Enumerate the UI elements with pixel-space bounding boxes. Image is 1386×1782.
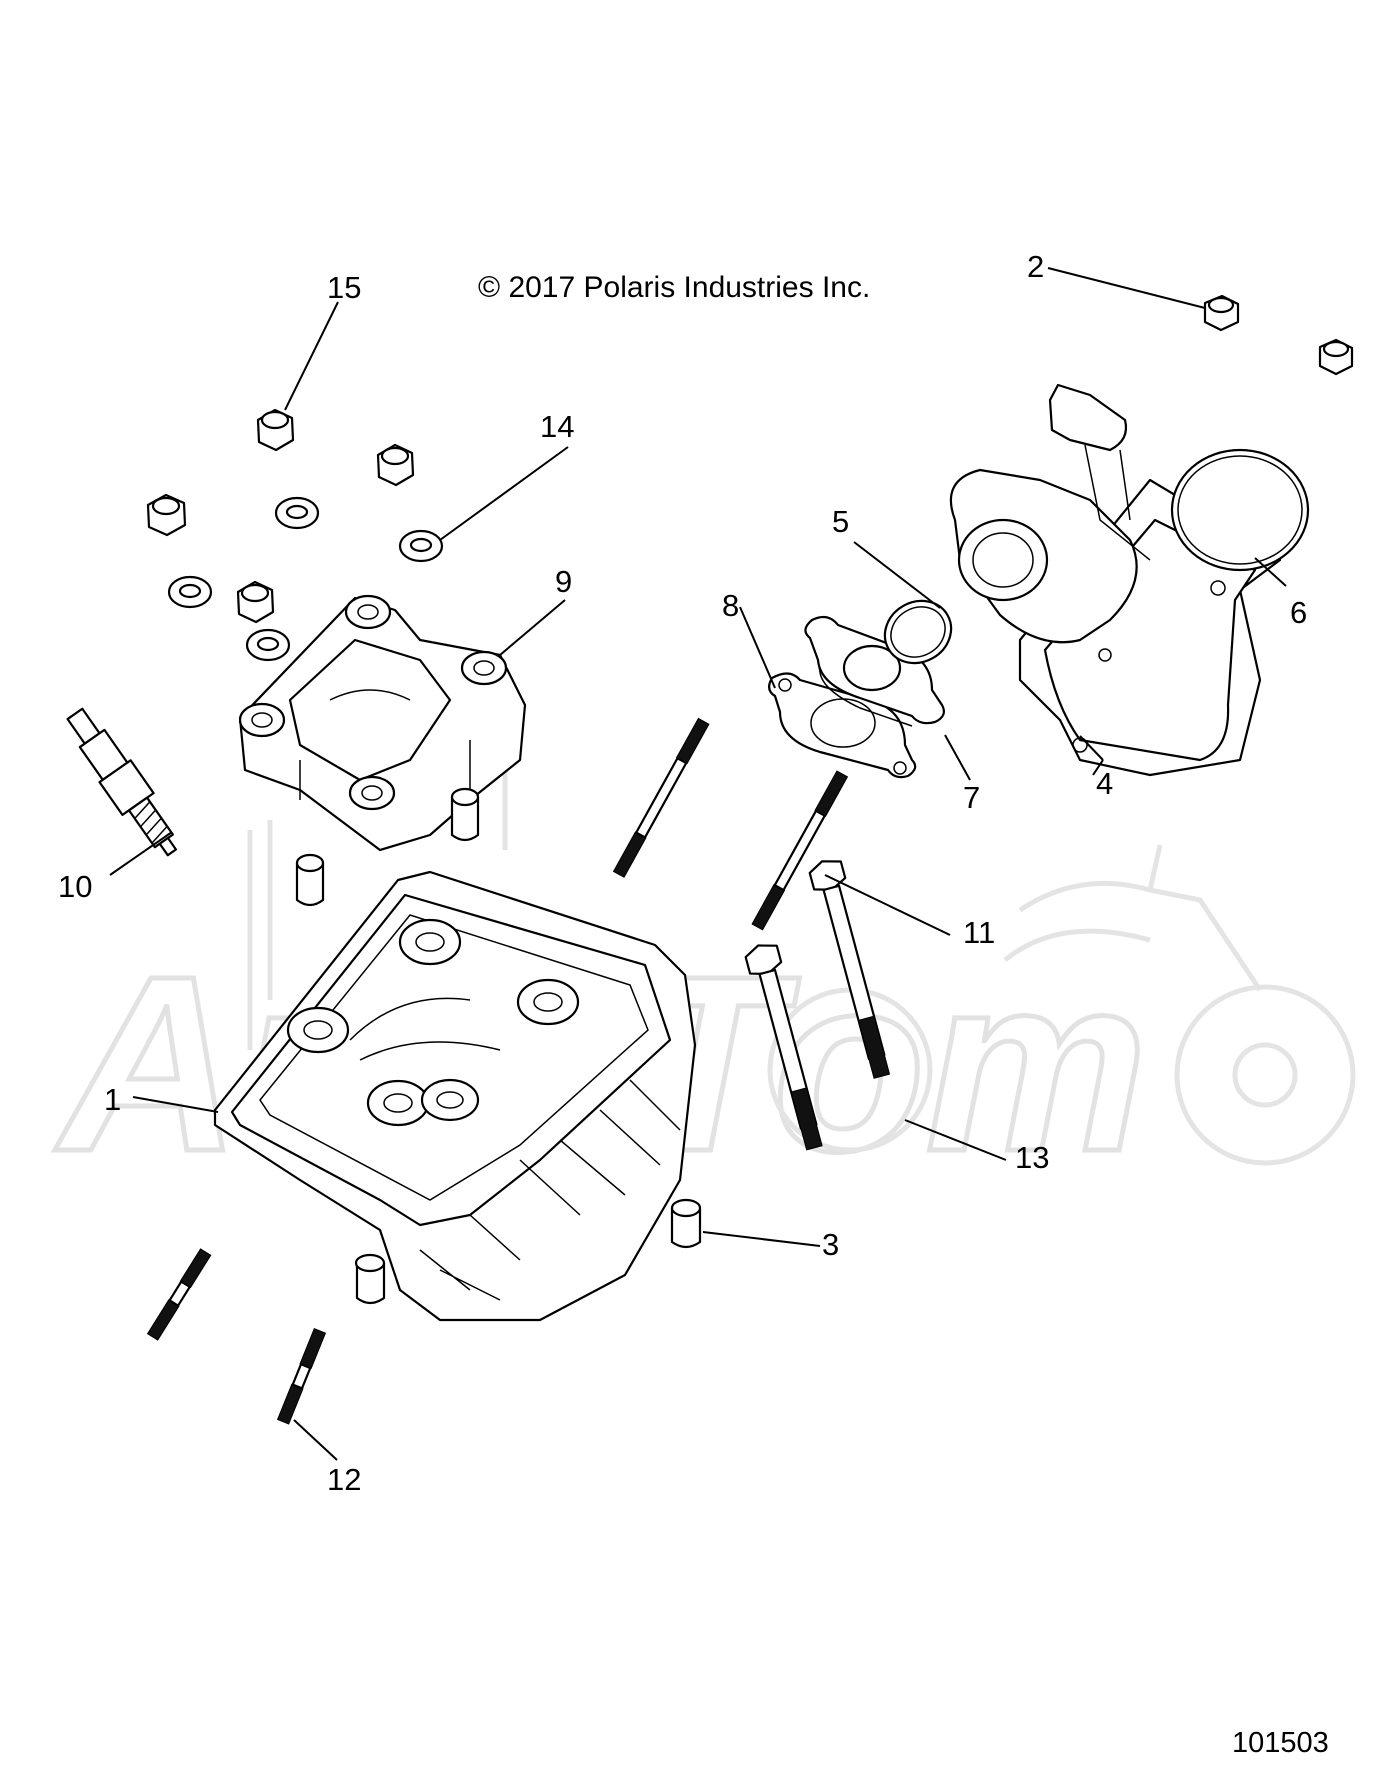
long-stud [751, 770, 849, 931]
callout-6: 6 [1290, 595, 1307, 630]
flange-bolt [744, 944, 823, 1151]
part-12-studs [146, 1248, 327, 1425]
part-14-washers [167, 496, 444, 662]
part-7-spacer [804, 615, 945, 727]
dowel-pin [670, 1198, 702, 1249]
nut [376, 443, 415, 487]
part-15-nuts [146, 408, 415, 624]
washer [245, 628, 291, 662]
nut [236, 580, 275, 624]
nut [1203, 294, 1240, 332]
leader-lines [109, 267, 1287, 1461]
part-2-nuts [1203, 294, 1354, 376]
callout-4: 4 [1096, 766, 1113, 801]
part-6-large-o-ring [1170, 448, 1310, 572]
washer [274, 496, 320, 530]
motorcycle-watermark-icon [247, 760, 1356, 1166]
callout-12: 12 [327, 1462, 361, 1497]
part-8-gasket [768, 672, 917, 779]
part-10-spark-plug [66, 707, 178, 857]
callout-1: 1 [104, 1082, 121, 1117]
part-4-intake-manifold [949, 383, 1282, 777]
callout-14: 14 [540, 409, 574, 444]
part-11-long-studs [612, 717, 849, 931]
callout-11: 11 [963, 915, 995, 950]
stud [276, 1327, 327, 1425]
stud [146, 1248, 212, 1341]
nut [146, 493, 187, 537]
part-5-o-ring [883, 599, 953, 665]
nut [256, 408, 295, 452]
flange-bolt [808, 860, 891, 1079]
callout-5: 5 [832, 504, 849, 539]
washer [398, 529, 444, 563]
callout-9: 9 [555, 564, 572, 599]
dowel-pin [295, 853, 325, 907]
copyright-notice: © 2017 Polaris Industries Inc. [478, 271, 870, 304]
callout-15: 15 [327, 270, 361, 305]
callout-labels: 1 2 3 4 5 6 7 8 9 10 11 12 13 14 15 [58, 249, 1307, 1497]
long-stud [612, 717, 710, 878]
nut [1318, 338, 1354, 376]
dowel-pin [354, 1253, 386, 1305]
part-9-rocker-carrier [238, 594, 527, 852]
callout-10: 10 [58, 869, 92, 904]
callout-8: 8 [722, 588, 739, 623]
callout-7: 7 [963, 780, 980, 815]
callout-3: 3 [822, 1227, 839, 1262]
callout-13: 13 [1015, 1140, 1049, 1175]
callout-2: 2 [1027, 249, 1044, 284]
dowel-pin [450, 787, 480, 842]
part-13-bolts [744, 860, 891, 1151]
part-3-dowel-pins [295, 787, 702, 1305]
part-1-cylinder-head [213, 870, 697, 1322]
head-bosses [286, 918, 580, 1127]
washer [167, 575, 213, 609]
document-number: 101503 [1232, 1727, 1329, 1759]
